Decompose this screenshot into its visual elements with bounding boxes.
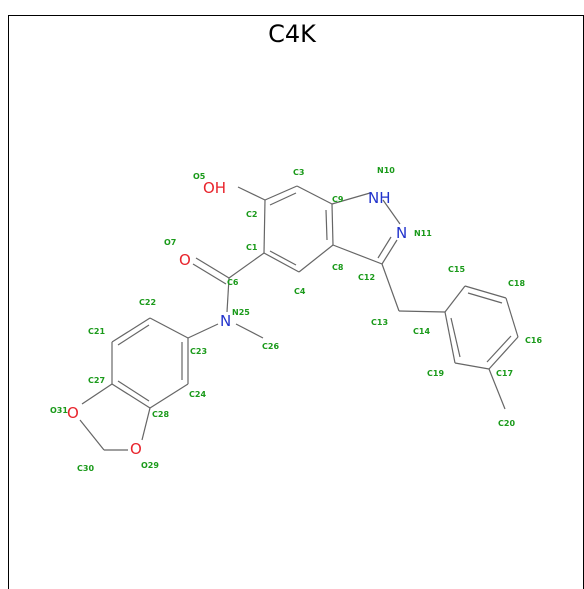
atom-n-amide: N xyxy=(220,312,231,330)
label-c12: C12 xyxy=(358,273,375,282)
label-c9: C9 xyxy=(332,195,344,204)
label-o29: O29 xyxy=(141,461,159,470)
bond-c2-o5 xyxy=(237,186,266,201)
bond-c13-c14 xyxy=(398,310,446,313)
bond-c14-c15 xyxy=(444,285,466,313)
bond-c27-c28 xyxy=(111,383,151,409)
label-c17: C17 xyxy=(496,369,513,378)
label-c14: C14 xyxy=(413,327,430,336)
bond-c8-c4 xyxy=(298,244,334,273)
bond-n11-c12 xyxy=(381,239,398,265)
bond-c19-c14-inner xyxy=(450,317,461,358)
bond-n25-c26 xyxy=(235,323,264,339)
label-c30: C30 xyxy=(77,464,94,473)
label-c21: C21 xyxy=(88,327,105,336)
bond-c4-c1 xyxy=(263,252,300,273)
label-c2: C2 xyxy=(246,210,257,219)
bond-c17-c19 xyxy=(454,362,490,370)
atom-n-pyrazole: N xyxy=(396,224,407,242)
bond-c19-c14 xyxy=(444,311,456,364)
label-c4: C4 xyxy=(294,287,306,296)
label-c27: C27 xyxy=(88,376,105,385)
bonds xyxy=(79,185,519,451)
bond-c27-o31 xyxy=(81,383,113,405)
atom-o-carbonyl: O xyxy=(179,251,191,269)
bond-n11-c12-inner xyxy=(377,236,392,259)
atom-labels: O5 C3 N10 C2 C9 N11 O7 C1 C8 C12 C15 C18… xyxy=(50,166,542,473)
bond-n10-n11 xyxy=(382,199,401,225)
bond-c18-c16 xyxy=(505,297,519,338)
bond-c12-c13 xyxy=(381,263,400,312)
bond-c27-c28-inner xyxy=(117,380,150,402)
bond-c1-c2 xyxy=(263,199,266,254)
bond-c4-c1-inner xyxy=(269,250,297,266)
bond-c22-c21 xyxy=(111,317,151,343)
label-n11: N11 xyxy=(414,229,432,238)
atom-o-ring-left: O xyxy=(67,404,79,422)
label-c6: C6 xyxy=(227,278,239,287)
label-n10: N10 xyxy=(377,166,395,175)
bond-c9-c8 xyxy=(331,203,334,246)
bond-c16-c17 xyxy=(488,336,519,370)
atom-nh: NH xyxy=(368,189,391,207)
bond-c2-c3-inner xyxy=(269,192,297,206)
bond-c15-c18 xyxy=(464,285,507,299)
bond-c1-c6 xyxy=(228,252,265,279)
bond-c22-c21-inner xyxy=(117,324,150,346)
bond-c23-c22 xyxy=(149,317,189,339)
label-o7: O7 xyxy=(164,238,176,247)
label-c24: C24 xyxy=(189,390,206,399)
molecule-title: C4K xyxy=(268,20,316,48)
bond-c2-c3 xyxy=(264,185,298,201)
bond-c9-n10 xyxy=(331,192,371,205)
bond-c15-c18-inner xyxy=(467,292,503,304)
label-c1: C1 xyxy=(246,243,258,252)
label-c28: C28 xyxy=(152,410,169,419)
label-c3: C3 xyxy=(293,168,304,177)
bond-o31-c30 xyxy=(79,419,105,451)
bond-c6-n25 xyxy=(226,277,230,313)
label-c20: C20 xyxy=(498,419,515,428)
bond-o29-c28 xyxy=(141,407,151,441)
heavy-atoms: OH O N NH N O O xyxy=(67,179,407,458)
label-c13: C13 xyxy=(371,318,388,327)
bond-c28-c24 xyxy=(149,383,189,409)
label-c19: C19 xyxy=(427,369,444,378)
label-n25: N25 xyxy=(232,308,250,317)
atom-o-ring-bottom: O xyxy=(130,440,142,458)
bond-c6-o7-double xyxy=(192,263,227,285)
label-c26: C26 xyxy=(262,342,279,351)
bond-c16-c17-inner xyxy=(486,335,512,363)
atom-oh: OH xyxy=(203,179,226,197)
bond-c3-c9 xyxy=(296,185,333,205)
label-c16: C16 xyxy=(525,336,542,345)
bond-n25-c23 xyxy=(187,323,219,339)
label-o31: O31 xyxy=(50,406,68,415)
label-c23: C23 xyxy=(190,347,207,356)
label-c15: C15 xyxy=(448,265,465,274)
bond-c17-c20 xyxy=(488,368,506,410)
bond-c6-o7 xyxy=(195,257,230,279)
label-c18: C18 xyxy=(508,279,525,288)
bond-c9-c8-inner xyxy=(325,209,328,241)
label-o5: O5 xyxy=(193,172,206,181)
bond-c12-c8 xyxy=(332,244,383,265)
label-c22: C22 xyxy=(139,298,156,307)
label-c8: C8 xyxy=(332,263,344,272)
